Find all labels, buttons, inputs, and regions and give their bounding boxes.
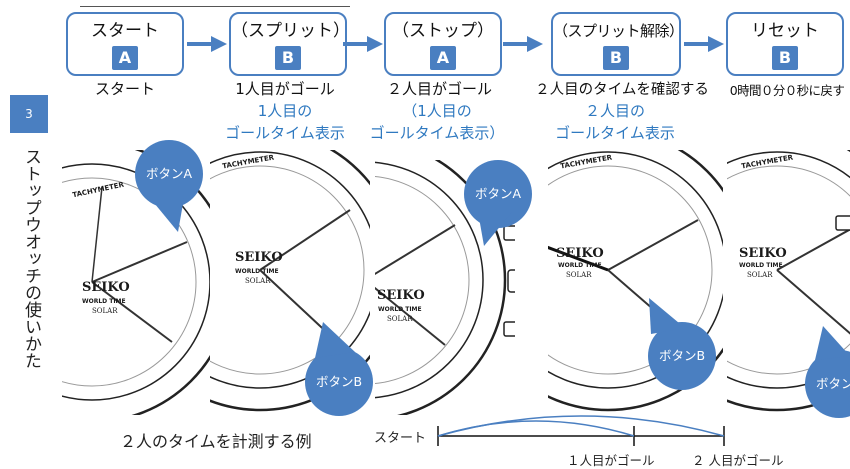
timeline-first-label: １人目がゴール (567, 453, 655, 468)
watch-line1: WORLD TIME (378, 306, 422, 313)
step-title: （スプリット） (231, 21, 350, 41)
watch-line1: WORLD TIME (235, 268, 279, 275)
note-stop: （1人目の ゴールタイム表示） (362, 100, 512, 144)
section-number: 3 (10, 95, 48, 133)
example-caption: ２人のタイムを計測する例 (120, 432, 312, 451)
watch-line2: SOLAR (387, 315, 413, 323)
note-line: 1人目の (257, 102, 313, 120)
watch-line1: WORLD TIME (558, 262, 602, 269)
timeline-second-label: ２ 人目がゴール (692, 453, 784, 468)
note-split: 1人目の ゴールタイム表示 (210, 100, 360, 144)
button-b-key: B (603, 46, 629, 70)
step-box-split: （スプリット） B (229, 12, 350, 76)
step-title: リセット (751, 21, 819, 41)
section-title: ストップウオッチの使いかた (21, 148, 41, 369)
arrow-right-icon (187, 36, 227, 52)
step-title: スタート (91, 21, 159, 41)
watch-line2: SOLAR (245, 277, 271, 285)
watch-line2: SOLAR (566, 271, 592, 279)
button-b-callout: ボタンB (305, 348, 373, 416)
note-line: ２人目の (584, 102, 645, 120)
callout-tail-icon (478, 212, 512, 246)
callout-tail-icon (815, 326, 850, 360)
callout-tail-icon (150, 198, 184, 232)
step-desc-split: 1人目がゴール (235, 80, 335, 98)
timeline-start-label: スタート (374, 431, 427, 446)
arrow-right-icon (343, 36, 383, 52)
step-box-reset: リセット B (726, 12, 844, 76)
button-b-callout: ボタンB (648, 322, 716, 390)
button-b-key: B (772, 46, 798, 70)
watch-line2: SOLAR (747, 271, 773, 279)
button-a-key: A (430, 46, 456, 70)
watch-brand: SEIKO (235, 250, 283, 265)
watch-line1: WORLD TIME (82, 298, 126, 305)
note-line: ゴールタイム表示） (369, 124, 505, 142)
header-rule (80, 6, 350, 7)
step-box-stop: （ストップ） A (384, 12, 502, 76)
step-title: （ストップ） (392, 21, 494, 41)
button-a-callout: ボタンA (135, 140, 203, 208)
button-a-key: A (112, 46, 138, 70)
step-desc-start: スタート (94, 80, 155, 98)
watch-brand: SEIKO (739, 246, 787, 261)
step-desc-reset: 0時間０分０秒に戻す (729, 83, 845, 98)
timeline-diagram (437, 415, 725, 446)
watch-line1: WORLD TIME (739, 262, 783, 269)
step-desc-stop: ２人目がゴール (386, 80, 492, 98)
callout-tail-icon (315, 322, 355, 358)
arrow-right-icon (684, 36, 724, 52)
step-box-start: スタート A (66, 12, 184, 76)
step-box-split-release: （スプリット解除） B (551, 12, 684, 76)
callout-tail-icon (649, 298, 685, 334)
step-desc-release: ２人目のタイムを確認する (535, 82, 709, 98)
watch-brand: SEIKO (377, 288, 425, 303)
watch-illustration-stop: SEIKO WORLD TIME SOLAR (375, 160, 525, 415)
note-line: （1人目の (402, 102, 472, 120)
note-line: ゴールタイム表示 (555, 124, 675, 142)
watch-brand: SEIKO (82, 280, 130, 295)
step-title: （スプリット解除） (553, 22, 684, 40)
arrow-right-icon (503, 36, 543, 52)
button-b-key: B (275, 46, 301, 70)
watch-line2: SOLAR (92, 307, 118, 315)
watch-brand: SEIKO (556, 246, 604, 261)
note-line: ゴールタイム表示 (225, 124, 345, 142)
note-release: ２人目の ゴールタイム表示 (540, 100, 690, 144)
